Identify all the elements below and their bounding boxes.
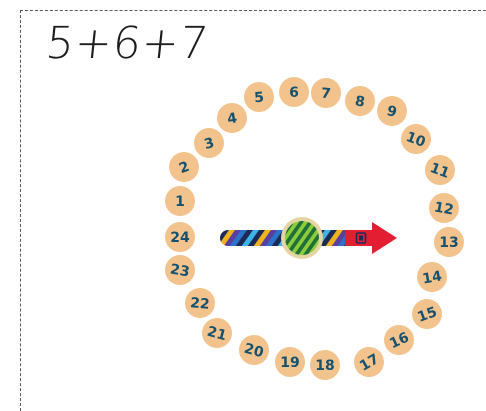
number-disc-15: 15 (412, 299, 442, 329)
number-label-1: 1 (175, 194, 185, 210)
number-label-6: 6 (289, 85, 299, 101)
number-disc-4: 4 (217, 103, 247, 133)
pointer-hub (285, 221, 319, 255)
number-disc-3: 3 (194, 128, 224, 158)
number-disc-24: 24 (165, 222, 195, 252)
number-label-22: 22 (190, 295, 211, 313)
number-label-13: 13 (439, 235, 458, 251)
number-disc-2: 2 (169, 152, 199, 182)
arrow-pointer-icon (220, 217, 397, 259)
number-disc-20: 20 (239, 335, 269, 365)
number-disc-7: 7 (311, 78, 341, 108)
number-disc-21: 21 (202, 318, 232, 348)
number-disc-19: 19 (275, 347, 305, 377)
number-disc-9: 9 (377, 96, 407, 126)
number-disc-5: 5 (244, 82, 274, 112)
number-disc-18: 18 (310, 350, 340, 380)
number-disc-8: 8 (345, 86, 375, 116)
number-disc-11: 11 (425, 155, 455, 185)
number-label-7: 7 (320, 86, 331, 103)
number-label-24: 24 (170, 230, 190, 246)
number-disc-17: 17 (354, 347, 384, 377)
number-label-19: 19 (280, 355, 299, 371)
number-disc-14: 14 (417, 262, 447, 292)
number-label-18: 18 (315, 358, 334, 374)
number-disc-16: 16 (384, 325, 414, 355)
number-disc-6: 6 (279, 77, 309, 107)
number-disc-23: 23 (165, 255, 195, 285)
number-disc-10: 10 (401, 124, 431, 154)
number-disc-12: 12 (429, 193, 459, 223)
number-label-23: 23 (169, 261, 191, 280)
number-disc-1: 1 (165, 186, 195, 216)
number-disc-13: 13 (434, 227, 464, 257)
number-disc-22: 22 (185, 288, 215, 318)
number-label-5: 5 (254, 90, 265, 107)
number-label-14: 14 (421, 268, 443, 287)
number-label-12: 12 (433, 199, 455, 218)
